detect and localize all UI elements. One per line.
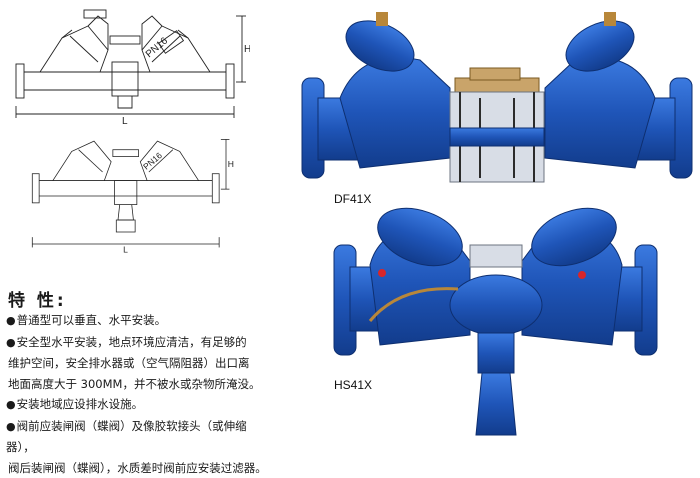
bullet-icon: ●	[6, 398, 16, 411]
features-title: 特 性:	[8, 286, 67, 311]
height-label-bottom: H	[228, 159, 234, 169]
product-photo-df41x	[300, 8, 695, 198]
features-list: ●普通型可以垂直、水平安装。 ●安全型水平安装，地点环境应清洁，有足够的 维护空…	[6, 310, 268, 478]
feature-item-2: ●安全型水平安装，地点环境应清洁，有足够的	[6, 332, 268, 354]
feature-item-4: ●阀前应装闸阀（蝶阀）及像胶软接头（或伸缩器），	[6, 416, 268, 458]
technical-drawing-top: PN16 L H	[10, 6, 250, 126]
feature-item-2-line-3: 地面高度大于 300MM，并不被水或杂物所淹没。	[6, 374, 268, 395]
valve-photo-hs41x-svg	[330, 205, 665, 460]
valve-drawing-svg-bottom: PN16 L H	[10, 136, 250, 256]
valve-drawing-svg-top: PN16 L H	[10, 6, 250, 126]
length-label-bottom: L	[123, 245, 128, 255]
feature-item-2-line-2: 维护空间，安全排水器或（空气隔阻器）出口离	[6, 353, 268, 374]
height-label-top: H	[244, 44, 250, 55]
bullet-icon: ●	[6, 420, 16, 433]
technical-drawing-bottom: PN16 L H	[10, 136, 250, 256]
bullet-icon: ●	[6, 314, 16, 327]
model-label-df41x: DF41X	[334, 192, 371, 206]
product-photo-hs41x	[330, 205, 665, 460]
valve-photo-df41x-svg	[300, 8, 695, 198]
feature-item-3: ●安装地域应设排水设施。	[6, 394, 268, 416]
plate-text-top: PN16	[144, 35, 171, 60]
bullet-icon: ●	[6, 336, 16, 349]
length-label-top: L	[122, 116, 128, 126]
model-label-hs41x: HS41X	[334, 378, 372, 392]
feature-item-1: ●普通型可以垂直、水平安装。	[6, 310, 268, 332]
